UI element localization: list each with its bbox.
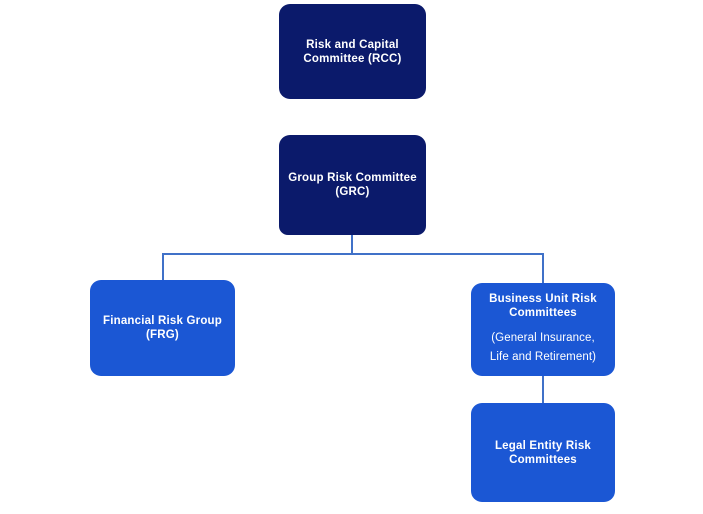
connector-drop-to-frg xyxy=(162,253,164,281)
node-title: Legal Entity Risk Committees xyxy=(494,439,592,466)
node-group-risk-committee[interactable]: Group Risk Committee (GRC) xyxy=(279,135,426,235)
node-financial-risk-group[interactable]: Financial Risk Group (FRG) xyxy=(90,280,235,376)
node-business-unit-risk-committees[interactable]: Business Unit Risk Committees (General I… xyxy=(471,283,615,376)
node-title: Group Risk Committee (GRC) xyxy=(288,172,417,198)
connector-drop-to-burc xyxy=(542,253,544,284)
node-title: Risk and Capital Committee (RCC) xyxy=(303,38,402,65)
connector-horizontal-bar xyxy=(162,253,544,255)
node-legal-entity-risk-committees[interactable]: Legal Entity Risk Committees xyxy=(471,403,615,502)
node-subtitle: (General Insurance, Life and Retirement) xyxy=(489,332,597,363)
node-title: Business Unit Risk Committees xyxy=(489,293,597,319)
node-risk-and-capital-committee[interactable]: Risk and Capital Committee (RCC) xyxy=(279,4,426,99)
node-title: Financial Risk Group (FRG) xyxy=(102,315,223,341)
connector-grc-stem xyxy=(351,235,353,255)
connector-burc-to-lerc xyxy=(542,376,544,404)
